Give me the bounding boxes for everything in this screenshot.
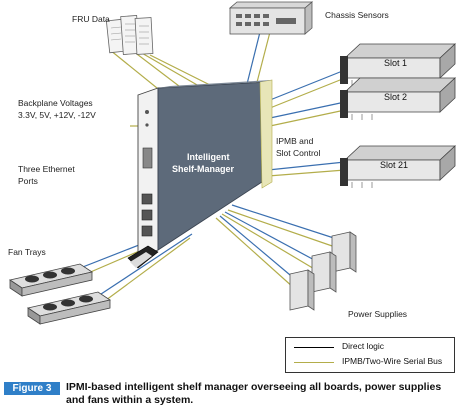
backplane-voltages-values: 3.3V, 5V, +12V, -12V [18, 110, 96, 120]
legend-ipmb-bus-label: IPMB/Two-Wire Serial Bus [342, 356, 443, 366]
legend-direct-logic-swatch [294, 347, 334, 348]
legend-ipmb-bus: IPMB/Two-Wire Serial Bus [286, 355, 454, 369]
chassis-sensors-box [228, 1, 314, 35]
shelf-manager-faceplate [137, 87, 159, 259]
legend-direct-logic: Direct logic [286, 340, 454, 354]
ethernet-label-ports: Ports [18, 176, 38, 186]
fan-tray-1 [9, 263, 93, 297]
slot-21-label: Slot 21 [380, 160, 408, 170]
fru-data-label: FRU Data [72, 14, 110, 24]
power-supplies-label: Power Supplies [348, 309, 407, 319]
power-supply-2 [311, 251, 337, 293]
backplane-voltages-label: Backplane Voltages [18, 98, 93, 108]
figure-badge: Figure 3 [4, 382, 60, 395]
shelf-manager-title: Intelligent [187, 152, 230, 162]
ejector-handle [127, 245, 159, 269]
connection-lines [69, 31, 346, 307]
slot-1-label: Slot 1 [384, 58, 407, 68]
figure-caption: IPMI-based intelligent shelf manager ove… [66, 381, 442, 406]
fan-trays-label: Fan Trays [8, 247, 46, 257]
power-supply-3 [289, 269, 315, 311]
shelf-manager-subtitle: Shelf-Manager [172, 164, 235, 174]
legend-direct-logic-label: Direct logic [342, 341, 385, 351]
slot-board-2 [340, 77, 457, 120]
chassis-sensors-label: Chassis Sensors [325, 10, 389, 20]
shelf-manager-board [157, 79, 273, 251]
legend: Direct logic IPMB/Two-Wire Serial Bus [285, 337, 455, 373]
fru-data-cards [105, 15, 154, 55]
ipmb-slot-label-2: Slot Control [276, 148, 321, 158]
slot-board-21 [340, 145, 457, 188]
ipmb-slot-label: IPMB and [276, 136, 314, 146]
ethernet-label: Three Ethernet [18, 164, 75, 174]
slot-board-1 [340, 43, 457, 86]
slot-2-label: Slot 2 [384, 92, 407, 102]
fan-tray-2 [27, 291, 111, 325]
legend-ipmb-bus-swatch [294, 362, 334, 363]
